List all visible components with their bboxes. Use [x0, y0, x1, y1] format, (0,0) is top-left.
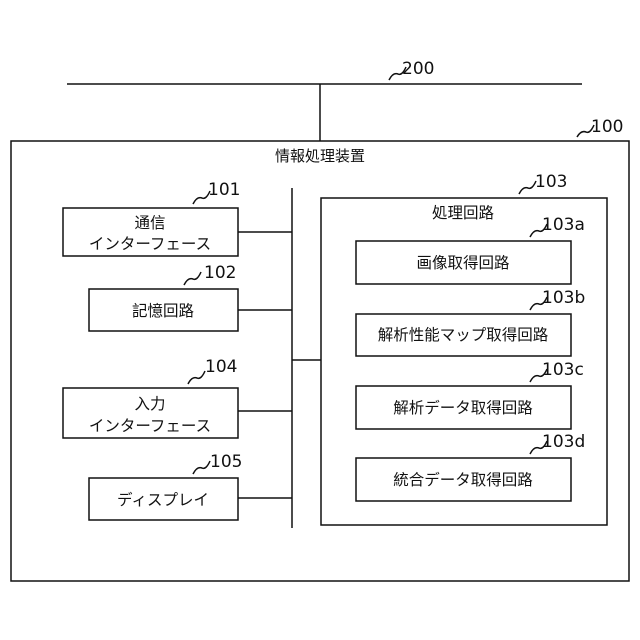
analysis-acq-label: 解析データ取得回路 [393, 398, 533, 417]
comm-if-label-line1: 通信 [134, 214, 165, 232]
network-ref: 200 [402, 59, 434, 79]
map-acq-label: 解析性能マップ取得回路 [378, 326, 549, 344]
device-ref: 100 [591, 117, 623, 137]
input-if-ref: 104 [205, 357, 237, 377]
comm-if-label-line2: インターフェース [89, 235, 211, 253]
integrated-acq-label: 統合データ取得回路 [393, 470, 533, 489]
processing-title: 処理回路 [432, 204, 495, 222]
storage-label: 記憶回路 [132, 302, 195, 320]
input-if-label-line1: 入力 [134, 395, 165, 413]
device-title: 情報処理装置 [275, 147, 365, 165]
display-label: ディスプレイ [117, 490, 209, 509]
image-acq-label: 画像取得回路 [416, 254, 510, 272]
storage-ref: 102 [204, 263, 236, 283]
processing-ref: 103 [535, 172, 567, 192]
display-ref: 105 [210, 452, 242, 472]
image-acq-ref: 103a [542, 215, 585, 235]
map-acq-ref: 103b [542, 288, 585, 308]
integrated-acq-ref: 103d [542, 432, 585, 452]
analysis-acq-ref: 103c [542, 360, 584, 380]
input-if-label-line2: インターフェース [89, 417, 211, 435]
comm-if-ref: 101 [208, 180, 240, 200]
